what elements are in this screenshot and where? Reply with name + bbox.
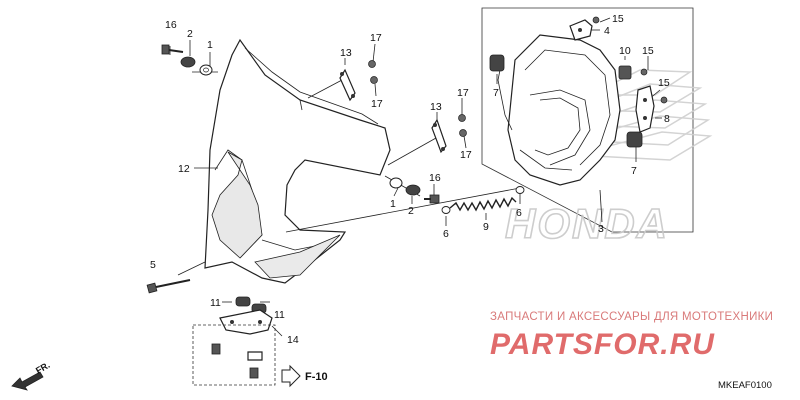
callout-1-middle: 1 (390, 198, 396, 210)
leader-lines (169, 17, 662, 337)
screw-17c (458, 114, 466, 122)
washer-2-upper (180, 56, 196, 68)
grommet-1-upper (199, 64, 213, 76)
watermark-subtitle: ЗАПЧАСТИ И АКСЕССУАРЫ ДЛЯ МОТОТЕХНИКИ (490, 311, 773, 323)
nut-6-front (441, 206, 451, 214)
reference-label: F-10 (305, 371, 328, 383)
stay-detail-box (192, 324, 276, 386)
washer-2-middle (405, 184, 421, 196)
callout-6-rear: 6 (516, 207, 522, 219)
callout-7-left: 7 (493, 87, 499, 99)
grommet-1-middle (389, 177, 403, 189)
front-label: FR. (34, 360, 52, 376)
detail-bolt-upper (211, 343, 221, 355)
callout-2-upper: 2 (187, 28, 193, 40)
screw-15-top (592, 16, 600, 24)
screw-17a (368, 60, 376, 68)
callout-14: 14 (287, 334, 299, 346)
screw-15-lower (660, 96, 668, 104)
screw-17b (370, 76, 378, 84)
socket-7-right (626, 131, 643, 148)
callout-15-top: 15 (612, 13, 624, 25)
callout-16-upper: 16 (165, 19, 177, 31)
screw-15-mid (640, 68, 648, 76)
detail-bolt-lower (249, 367, 259, 379)
reference-arrow: F-10 (281, 364, 328, 388)
honda-logo-text: HONDA (505, 200, 669, 247)
callout-15-lower: 15 (658, 77, 670, 89)
detail-clip (247, 351, 263, 361)
headlight-unit (497, 34, 621, 186)
socket-7-left (489, 54, 505, 72)
stay-14 (219, 309, 273, 335)
diagram-code: MKEAF0100 (718, 380, 772, 391)
callout-11-right: 11 (274, 309, 285, 321)
callout-3: 3 (598, 223, 604, 235)
callout-17b: 17 (371, 98, 383, 110)
callout-6-front: 6 (443, 228, 449, 240)
screw-16-upper (161, 44, 184, 55)
callout-17a: 17 (370, 32, 382, 44)
callout-1-upper: 1 (207, 39, 213, 51)
callout-17c: 17 (457, 87, 469, 99)
watermark-brand: PARTSFOR.RU (490, 328, 715, 361)
callout-17d: 17 (460, 149, 472, 161)
callout-7-right: 7 (631, 165, 637, 177)
callout-9: 9 (483, 221, 489, 233)
screw-16-middle (424, 194, 440, 204)
adjust-spring-9 (449, 196, 517, 212)
front-direction-arrow: FR. (11, 360, 52, 391)
callout-16-middle: 16 (429, 172, 441, 184)
rubber-11-left (235, 296, 251, 307)
callout-12: 12 (178, 163, 190, 175)
screw-17d (459, 129, 467, 137)
callout-11-left: 11 (210, 297, 221, 309)
callout-2-middle: 2 (408, 205, 414, 217)
callout-15-mid: 15 (642, 45, 654, 57)
callout-5: 5 (150, 259, 156, 271)
bolt-5 (146, 279, 191, 294)
callout-13-upper: 13 (340, 47, 352, 59)
clip-10 (618, 65, 632, 80)
callout-10: 10 (619, 45, 631, 57)
headlight-cowl (204, 38, 391, 284)
bracket-4 (569, 19, 593, 41)
stay-13-lower (431, 118, 447, 154)
nut-6-rear (515, 186, 525, 194)
callout-13-lower: 13 (430, 101, 442, 113)
callout-8: 8 (664, 113, 670, 125)
stay-13-upper (339, 68, 356, 102)
callout-4: 4 (604, 25, 610, 37)
headlight-group-box (481, 7, 694, 233)
bracket-8 (635, 85, 655, 133)
